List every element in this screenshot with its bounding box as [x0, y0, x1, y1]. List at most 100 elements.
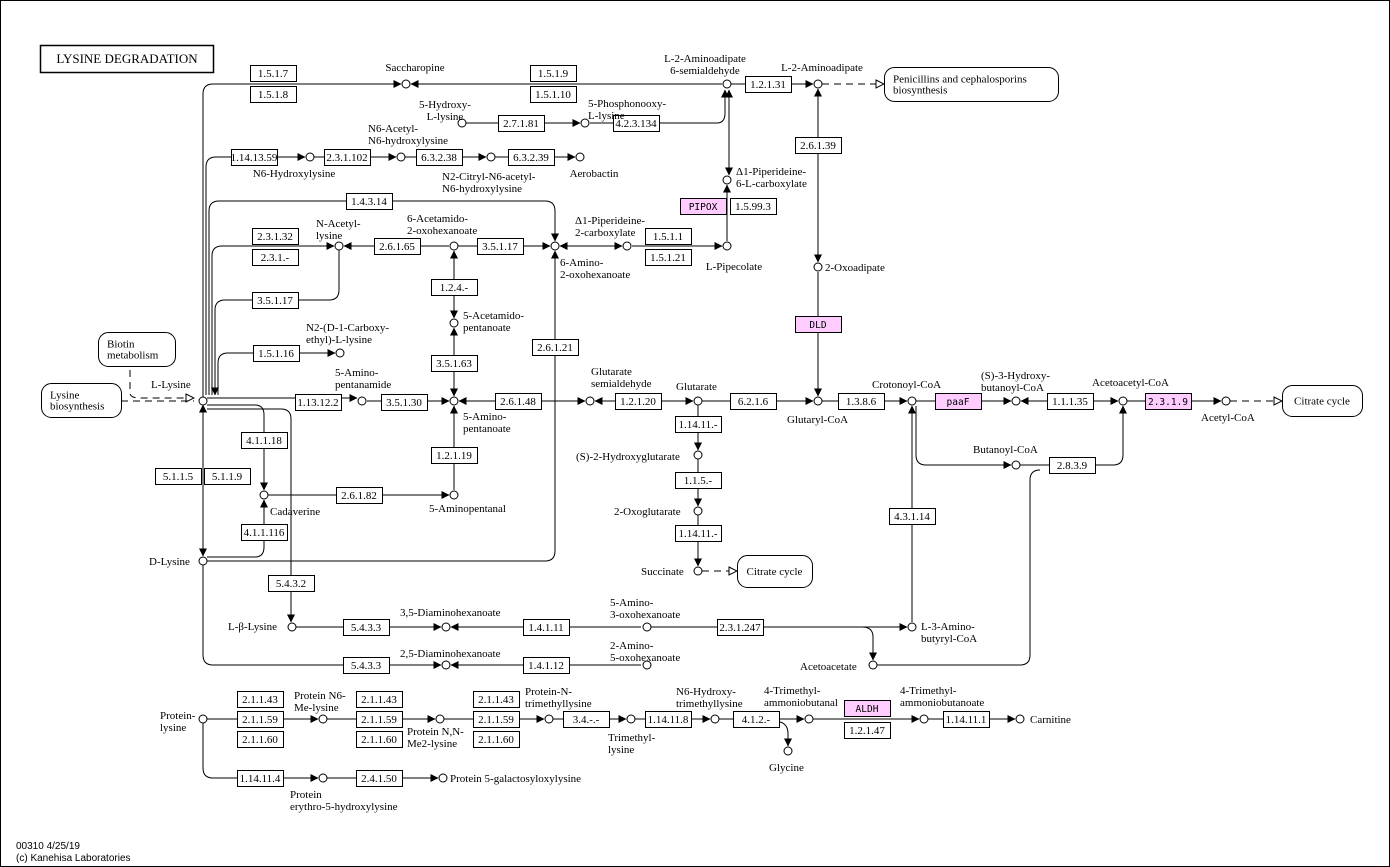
compound-node[interactable]	[642, 622, 652, 632]
enzyme-1-5-99-3[interactable]: 1.5.99.3	[730, 198, 777, 215]
enzyme-5-1-1-9[interactable]: 5.1.1.9	[204, 468, 251, 485]
compound-4-trimethyl-ammoniobutanoate[interactable]: 4-Trimethyl-ammoniobutanoate	[900, 685, 984, 724]
enzyme-1-14-13-59[interactable]: 1.14.13.59	[231, 149, 278, 166]
compound-node[interactable]	[919, 714, 929, 724]
compound-5-amino-pentanamide[interactable]: 5-Amino-pentanamide	[335, 367, 391, 406]
compound-n2-citryl-n6-acetyl-n6-hydroxylysine[interactable]: N2-Citryl-N6-acetyl-N6-hydroxylysine	[442, 152, 536, 195]
enzyme-1-14-11--[interactable]: 1.14.11.-	[675, 416, 722, 433]
compound-glutarate[interactable]: Glutarate	[676, 381, 717, 406]
enzyme-2-1-1-59[interactable]: 2.1.1.59	[473, 711, 520, 728]
compound--s-3-hydroxy-butanoyl-coa[interactable]: (S)-3-Hydroxy-butanoyl-CoA	[981, 370, 1050, 406]
enzyme-1-5-1-7[interactable]: 1.5.1.7	[250, 65, 297, 82]
map-link-penicillins-and-cephalosporins-biosynthesis[interactable]: Penicillins and cephalosporinsbiosynthes…	[884, 67, 1059, 102]
enzyme-2-1-1-59[interactable]: 2.1.1.59	[356, 711, 403, 728]
enzyme-2-1-1-43[interactable]: 2.1.1.43	[356, 691, 403, 708]
compound-n-acetyl-lysine[interactable]: N-Acetyl-lysine	[316, 218, 361, 251]
enzyme-1-2-1-20[interactable]: 1.2.1.20	[615, 393, 662, 410]
compound-node[interactable]	[580, 118, 590, 128]
enzyme-1-2-1-19[interactable]: 1.2.1.19	[431, 447, 478, 464]
compound-trimethyl-lysine[interactable]: Trimethyl-lysine	[608, 714, 656, 756]
compound-node[interactable]	[335, 348, 345, 358]
compound-node[interactable]	[813, 396, 823, 406]
compound-butanoyl-coa[interactable]: Butanoyl-CoA	[973, 444, 1038, 470]
compound-saccharopine[interactable]: Saccharopine	[385, 62, 445, 89]
compound-node[interactable]	[722, 241, 732, 251]
compound-glycine[interactable]: Glycine	[769, 746, 804, 774]
compound--1-piperideine-2-carboxylate[interactable]: Δ1-Piperideine-2-carboxylate	[575, 215, 645, 251]
enzyme-1-14-11-1[interactable]: 1.14.11.1	[943, 711, 990, 728]
compound-node[interactable]	[710, 714, 720, 724]
compound-acetoacetyl-coa[interactable]: Acetoacetyl-CoA	[1092, 377, 1169, 406]
compound-node[interactable]	[438, 773, 448, 783]
compound-node[interactable]	[693, 396, 703, 406]
compound-l-lysine[interactable]: L-Lysine	[151, 379, 208, 406]
enzyme-2-3-1--[interactable]: 2.3.1.-	[252, 249, 299, 266]
compound-node[interactable]	[198, 556, 208, 566]
compound-node[interactable]	[198, 714, 208, 724]
compound-node[interactable]	[1221, 396, 1231, 406]
compound-node[interactable]	[693, 506, 703, 516]
enzyme-4-1-1-116[interactable]: 4.1.1.116	[241, 524, 288, 541]
enzyme-1-5-1-1[interactable]: 1.5.1.1	[645, 228, 692, 245]
enzyme-1-1-1-35[interactable]: 1.1.1.35	[1047, 393, 1094, 410]
compound-l-3-amino-butyryl-coa[interactable]: L-3-Amino-butyryl-CoA	[907, 621, 977, 645]
compound-2-oxoglutarate[interactable]: 2-Oxoglutarate	[614, 506, 703, 518]
enzyme-2-1-1-43[interactable]: 2.1.1.43	[473, 691, 520, 708]
compound-n2-d-1-carboxy-ethyl-l-lysine[interactable]: N2-(D-1-Carboxy-ethyl)-L-lysine	[306, 322, 389, 358]
enzyme-5-4-3-2[interactable]: 5.4.3.2	[268, 575, 315, 592]
enzyme-4-2-3-134[interactable]: 4.2.3.134	[613, 115, 660, 132]
compound-node[interactable]	[813, 79, 823, 89]
enzyme-5-4-3-3[interactable]: 5.4.3.3	[343, 619, 390, 636]
enzyme-2-6-1-82[interactable]: 2.6.1.82	[336, 487, 383, 504]
compound-node[interactable]	[693, 566, 703, 576]
compound-node[interactable]	[1015, 714, 1025, 724]
enzyme-1-2-1-47[interactable]: 1.2.1.47	[844, 722, 891, 739]
enzyme-2-3-1-32[interactable]: 2.3.1.32	[252, 228, 299, 245]
enzyme-ALDH[interactable]: ALDH	[844, 700, 891, 717]
compound-node[interactable]	[575, 152, 585, 162]
enzyme-1-14-11--[interactable]: 1.14.11.-	[675, 525, 722, 542]
enzyme-1-5-1-8[interactable]: 1.5.1.8	[250, 86, 297, 103]
enzyme-1-5-1-10[interactable]: 1.5.1.10	[530, 86, 577, 103]
enzyme-2-3-1-247[interactable]: 2.3.1.247	[717, 619, 764, 636]
compound-node[interactable]	[396, 152, 406, 162]
enzyme-3-5-1-17[interactable]: 3.5.1.17	[477, 238, 524, 255]
compound-node[interactable]	[622, 241, 632, 251]
compound-5-acetamido-pentanoate[interactable]: 5-Acetamido-pentanoate	[449, 310, 524, 334]
enzyme-6-3-2-39[interactable]: 6.3.2.39	[508, 149, 555, 166]
compound-protein-5-galactosyloxylysine[interactable]: Protein 5-galactosyloxylysine	[438, 773, 581, 785]
compound-glutaryl-coa[interactable]: Glutaryl-CoA	[787, 396, 848, 426]
compound-node[interactable]	[449, 490, 459, 500]
enzyme-1-14-11-4[interactable]: 1.14.11.4	[237, 770, 284, 787]
compound-2-amino-5-oxohexanoate[interactable]: 2-Amino-5-oxohexanoate	[610, 640, 680, 670]
enzyme-3-4----[interactable]: 3.4.-.-	[563, 711, 610, 728]
compound-node[interactable]	[813, 262, 823, 272]
compound-node[interactable]	[550, 241, 560, 251]
compound-5-amino-3-oxohexanoate[interactable]: 5-Amino-3-oxohexanoate	[610, 597, 680, 632]
compound-node[interactable]	[722, 79, 732, 89]
compound-node[interactable]	[693, 450, 703, 460]
compound-node[interactable]	[544, 714, 554, 724]
enzyme-1-4-3-14[interactable]: 1.4.3.14	[346, 193, 393, 210]
compound-5-phosphonooxy-l-lysine[interactable]: 5-Phosphonooxy-L-lysine	[580, 98, 667, 128]
compound-l-2-aminoadipate[interactable]: L-2-Aminoadipate	[781, 62, 863, 89]
compound-node[interactable]	[907, 622, 917, 632]
map-link-citrate-cycle[interactable]: Citrate cycle	[1282, 385, 1363, 417]
enzyme-2-6-1-65[interactable]: 2.6.1.65	[374, 238, 421, 255]
enzyme-3-5-1-30[interactable]: 3.5.1.30	[381, 394, 428, 411]
compound-node[interactable]	[486, 152, 496, 162]
compound-node[interactable]	[357, 396, 367, 406]
compound-5-hydroxy-l-lysine[interactable]: 5-Hydroxy-L-lysine	[419, 99, 471, 128]
enzyme-4-1-2--[interactable]: 4.1.2.-	[733, 711, 780, 728]
compound-node[interactable]	[1011, 396, 1021, 406]
enzyme-1-2-1-31[interactable]: 1.2.1.31	[745, 76, 792, 93]
enzyme-2-6-1-39[interactable]: 2.6.1.39	[795, 137, 842, 154]
compound-node[interactable]	[457, 118, 467, 128]
compound-l-pipecolate[interactable]: L-Pipecolate	[706, 241, 762, 273]
compound-succinate[interactable]: Succinate	[641, 566, 703, 578]
enzyme-1-4-1-12[interactable]: 1.4.1.12	[523, 657, 570, 674]
compound-node[interactable]	[804, 714, 814, 724]
